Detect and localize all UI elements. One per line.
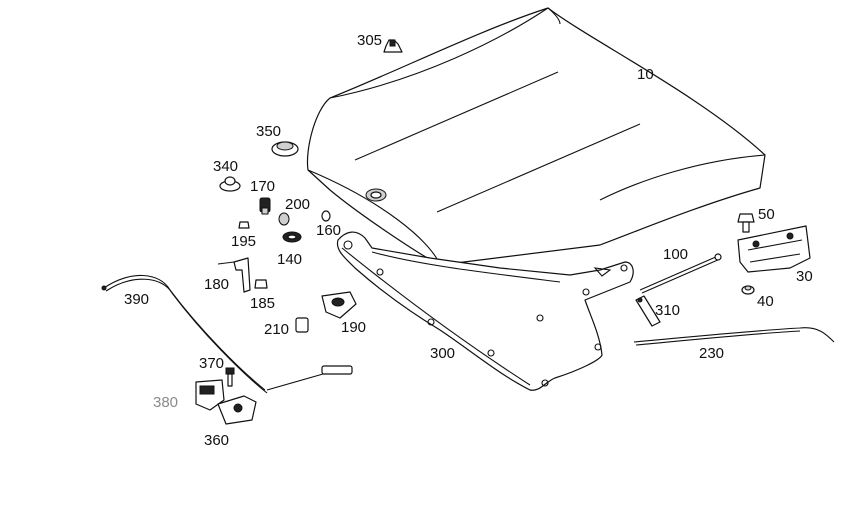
label-370: 370 xyxy=(199,355,225,372)
release-cable-390 xyxy=(101,274,353,394)
cable-230 xyxy=(633,327,835,346)
label-100: 100 xyxy=(663,246,689,263)
label-310: 310 xyxy=(655,302,681,319)
label-180: 180 xyxy=(204,276,230,293)
label-300: 300 xyxy=(430,345,456,362)
label-190: 190 xyxy=(341,319,367,336)
label-140: 140 xyxy=(277,251,303,268)
label-160: 160 xyxy=(316,222,342,239)
hinge-30 xyxy=(737,225,811,273)
label-305: 305 xyxy=(357,32,383,49)
label-30: 30 xyxy=(796,268,813,285)
label-195: 195 xyxy=(231,233,257,250)
label-390: 390 xyxy=(124,291,150,308)
grommet-350 xyxy=(271,141,299,157)
label-380: 380 xyxy=(153,394,179,411)
label-210: 210 xyxy=(264,321,290,338)
insulation-mat xyxy=(336,231,634,391)
cap-160 xyxy=(321,210,331,222)
strut-bracket-310 xyxy=(635,295,661,327)
bolt-370 xyxy=(225,367,235,387)
label-340: 340 xyxy=(213,158,239,175)
buffer-170 xyxy=(259,197,271,215)
grommet-340 xyxy=(219,176,241,192)
label-50: 50 xyxy=(758,206,775,223)
label-185: 185 xyxy=(250,295,276,312)
gas-strut-100 xyxy=(639,253,722,294)
label-230: 230 xyxy=(699,345,725,362)
nut-195 xyxy=(238,221,250,229)
label-360: 360 xyxy=(204,432,230,449)
clip-305 xyxy=(383,39,403,53)
label-40: 40 xyxy=(757,293,774,310)
hood-panel xyxy=(306,7,766,266)
latch-380 xyxy=(195,379,225,411)
lock-360 xyxy=(217,395,257,425)
bolt-50 xyxy=(737,213,755,233)
seal-140 xyxy=(282,231,302,243)
label-350: 350 xyxy=(256,123,282,140)
bumper-190 xyxy=(321,291,357,319)
label-10: 10 xyxy=(637,66,654,83)
nut-185 xyxy=(254,279,268,289)
label-200: 200 xyxy=(285,196,311,213)
label-170: 170 xyxy=(250,178,276,195)
nut-40 xyxy=(741,285,755,295)
bracket-180 xyxy=(217,257,251,293)
cap-200 xyxy=(278,212,290,226)
pad-210 xyxy=(295,317,309,333)
